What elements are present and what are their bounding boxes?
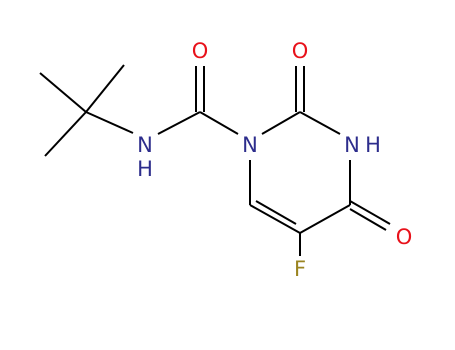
amide-group <box>157 66 239 135</box>
bond-tbu-methyl-bottom <box>44 111 87 157</box>
bond-n1-c2 <box>261 111 301 135</box>
pyrimidine-ring <box>249 111 351 234</box>
bond-tbu-to-nh <box>85 111 134 134</box>
atom-n1-ring: N <box>242 133 258 157</box>
atom-fluorine: F <box>294 257 306 281</box>
bond-nh-to-carbonyl <box>157 111 201 135</box>
bond-c5-c6-b <box>255 200 297 225</box>
atom-o-amide: O <box>192 39 209 63</box>
bond-c2-n3 <box>299 111 341 135</box>
bond-carbonyl-to-n1 <box>199 111 239 135</box>
bond-c5-c6-a <box>249 204 301 234</box>
bond-c4-c5 <box>299 204 351 234</box>
bond-c4-o-double-a <box>349 200 391 225</box>
ring-substituents <box>295 66 391 256</box>
bond-c4-o-double-b <box>349 208 387 231</box>
tert-butyl-group <box>39 64 134 157</box>
atom-n3-ring: N <box>344 133 360 157</box>
atom-o-c2: O <box>292 39 309 63</box>
atom-o-c4: O <box>396 225 413 249</box>
atom-h-ring-n3: H <box>365 133 381 157</box>
bond-tbu-methyl-top <box>85 64 125 113</box>
bond-tbu-methyl-left <box>39 72 87 113</box>
atom-n-amide: N <box>137 133 153 157</box>
atom-h-amide: H <box>137 157 153 181</box>
